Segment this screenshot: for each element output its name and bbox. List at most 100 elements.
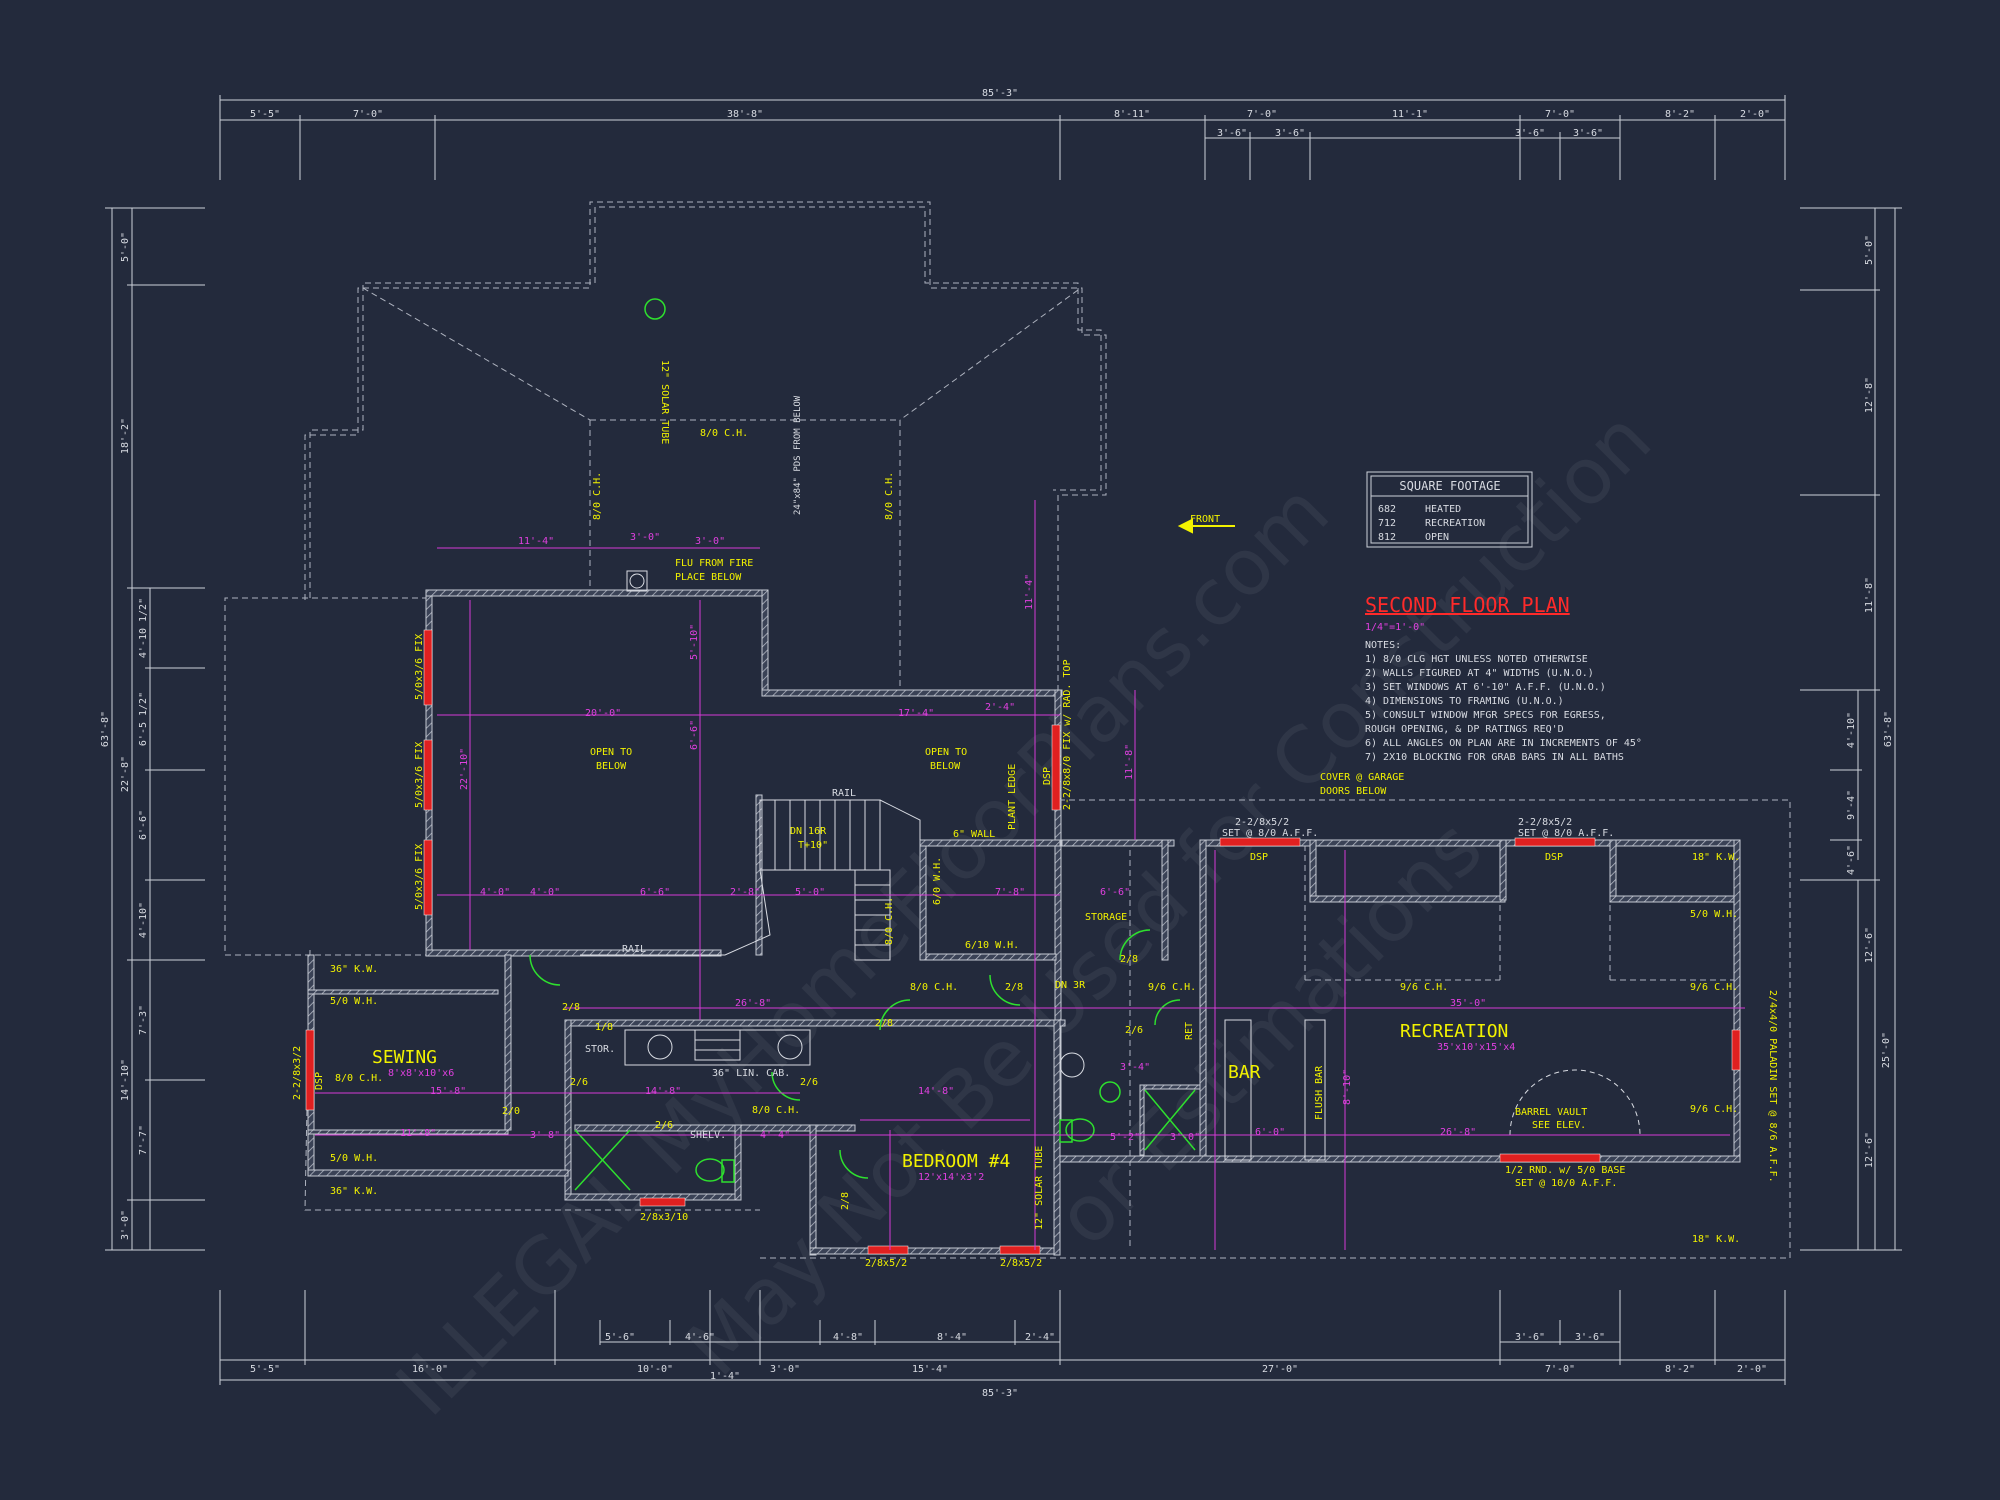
room-size-bedroom: 12'x14'x3'2 xyxy=(918,1172,984,1183)
label: RAIL xyxy=(832,788,856,799)
label: 12" SOLAR TUBE xyxy=(1034,1146,1045,1230)
plan-labels: 12" SOLAR TUBE 8/0 C.H. 8/0 C.H. 8/0 C.H… xyxy=(292,360,1778,1269)
inner-dim: 11'-4" xyxy=(518,536,554,547)
dim-right-overall: 63'-8" xyxy=(1883,711,1894,747)
label: 2-2/8x3/2 xyxy=(292,1046,303,1100)
dim-bottom: 15'-4" xyxy=(912,1364,948,1375)
label: T+10" xyxy=(798,840,828,851)
label: 5/0x3/6 FIX xyxy=(414,844,425,910)
dim-right: 25'-0" xyxy=(1881,1032,1892,1068)
label: DSP xyxy=(1250,852,1268,863)
label: 2-2/8x5/2 xyxy=(1235,817,1289,828)
notes: NOTES: 1) 8/0 CLG HGT UNLESS NOTED OTHER… xyxy=(1365,640,1642,763)
label: FLUSH BAR xyxy=(1314,1065,1325,1120)
top-dimensions xyxy=(219,95,1786,180)
label: PLACE BELOW xyxy=(675,572,742,583)
windows xyxy=(305,629,1741,1255)
inner-dim: 26'-8" xyxy=(1440,1127,1476,1138)
dim-left: 18'-2" xyxy=(120,418,131,454)
dim-left: 22'-8" xyxy=(120,756,131,792)
label: 36" K.W. xyxy=(330,964,378,975)
dim-left: 7'-3" xyxy=(138,1005,149,1035)
inner-dim: 14'-8" xyxy=(918,1086,954,1097)
dim-bottom: 3'-6" xyxy=(1575,1332,1605,1343)
dim-top: 7'-0" xyxy=(353,109,383,120)
label: 2/8 xyxy=(1120,954,1138,965)
label: 12" SOLAR TUBE xyxy=(659,360,670,444)
dim-top: 3'-6" xyxy=(1217,128,1247,139)
dim-bottom: 1'-4" xyxy=(710,1371,740,1382)
inner-dim: 7'-8" xyxy=(995,887,1025,898)
sf-label: OPEN xyxy=(1425,532,1449,543)
inner-dim: 3'-8" xyxy=(530,1130,560,1141)
label: 2/8x3/10 xyxy=(640,1212,688,1223)
dim-right: 9'-4" xyxy=(1846,790,1857,820)
dim-bottom: 27'-0" xyxy=(1262,1364,1298,1375)
label: SET @ 8/0 A.F.F. xyxy=(1222,828,1318,839)
label: DOORS BELOW xyxy=(1320,786,1387,797)
sf-value: 682 xyxy=(1378,504,1396,515)
label: 2/8 xyxy=(875,1018,893,1029)
dim-bottom: 7'-0" xyxy=(1545,1364,1575,1375)
note: 6) ALL ANGLES ON PLAN ARE IN INCREMENTS … xyxy=(1365,738,1642,749)
note: 1) 8/0 CLG HGT UNLESS NOTED OTHERWISE xyxy=(1365,654,1588,665)
label: FRONT xyxy=(1190,514,1220,525)
dim-left: 4'-10 1/2" xyxy=(138,598,149,658)
label: DN 3R xyxy=(1055,980,1086,991)
inner-dim: 4'-4" xyxy=(760,1130,790,1141)
dim-bottom: 5'-6" xyxy=(605,1332,635,1343)
label: RAIL xyxy=(622,944,646,955)
dim-bottom: 8'-4" xyxy=(937,1332,967,1343)
plan-scale: 1/4"=1'-0" xyxy=(1365,622,1425,633)
square-footage-header: SQUARE FOOTAGE xyxy=(1399,479,1500,493)
inner-dim: 2'-8" xyxy=(730,887,760,898)
label: 36" K.W. xyxy=(330,1186,378,1197)
dim-top: 3'-6" xyxy=(1515,128,1545,139)
inner-dim: 5'-0" xyxy=(795,887,825,898)
label: DSP xyxy=(1042,767,1053,785)
inner-dim: 11'-8" xyxy=(400,1128,436,1139)
label: STOR. xyxy=(585,1044,615,1055)
label: 8/0 C.H. xyxy=(700,428,748,439)
label: 2/8 xyxy=(840,1192,851,1210)
roof-outline xyxy=(224,201,1791,1259)
dim-left: 14'-10" xyxy=(120,1059,131,1101)
inner-dim: 4'-0" xyxy=(530,887,560,898)
inner-dim: 14'-8" xyxy=(645,1086,681,1097)
inner-dim: 26'-8" xyxy=(735,998,771,1009)
inner-dim: 5'-10" xyxy=(689,624,700,660)
label: 5/0 W.H. xyxy=(330,1153,378,1164)
label: 24"x84" PDS FROM BELOW xyxy=(793,395,803,515)
dim-top: 7'-0" xyxy=(1545,109,1575,120)
inner-dim: 6'-6" xyxy=(689,720,700,750)
dim-left-overall: 63'-8" xyxy=(100,711,111,747)
dim-bottom: 2'-4" xyxy=(1025,1332,1055,1343)
label: BARREL VAULT xyxy=(1515,1107,1587,1118)
dim-left: 6'-5 1/2" xyxy=(138,692,149,746)
label: 2/6 xyxy=(655,1120,673,1131)
label: 6" WALL xyxy=(953,829,995,840)
dim-top: 7'-0" xyxy=(1247,109,1277,120)
window xyxy=(639,1197,686,1207)
label: RET xyxy=(1184,1022,1195,1040)
walls xyxy=(307,589,1741,1256)
note: 3) SET WINDOWS AT 6'-10" A.F.F. (U.N.O.) xyxy=(1365,682,1606,693)
window xyxy=(999,1245,1041,1255)
front-arrow-icon xyxy=(1177,518,1235,534)
inner-dim: 35'-0" xyxy=(1450,998,1486,1009)
inner-dim: 3'-0" xyxy=(630,532,660,543)
dim-left: 4'-10" xyxy=(138,902,149,938)
note: 5) CONSULT WINDOW MFGR SPECS FOR EGRESS, xyxy=(1365,710,1606,721)
notes-heading: NOTES: xyxy=(1365,640,1401,651)
label: 2/0 xyxy=(502,1106,520,1117)
inner-dim: 6'-0" xyxy=(1255,1127,1285,1138)
dim-right: 11'-8" xyxy=(1864,577,1875,613)
label: 6/0 W.H. xyxy=(932,857,943,905)
dim-top: 8'-2" xyxy=(1665,109,1695,120)
label: BELOW xyxy=(596,761,627,772)
dim-right: 12'-6" xyxy=(1864,927,1875,963)
label: 1/2 RND. w/ 5/0 BASE xyxy=(1505,1165,1625,1176)
sinks xyxy=(624,570,1641,1161)
window xyxy=(1219,837,1301,847)
dim-bottom: 4'-8" xyxy=(833,1332,863,1343)
